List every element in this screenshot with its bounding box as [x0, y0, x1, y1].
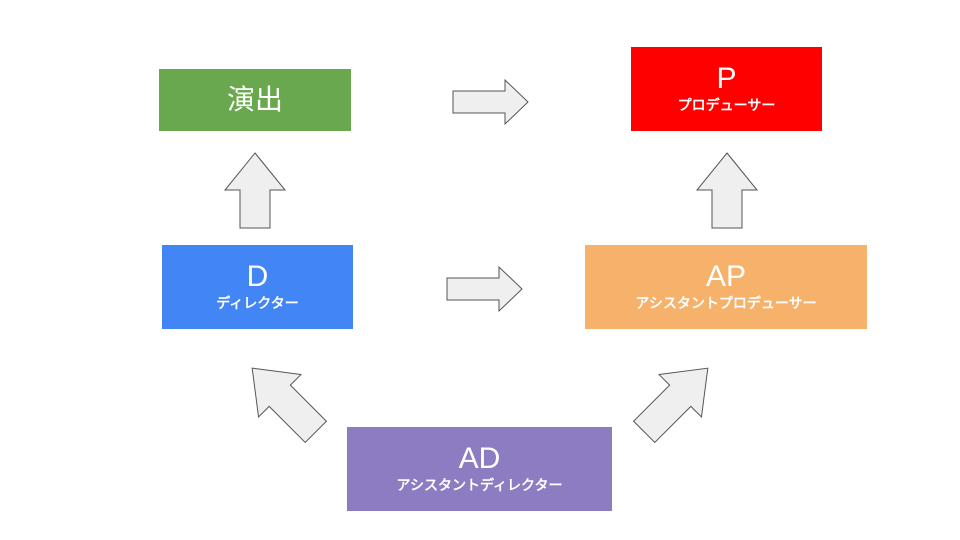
node-subtitle: アシスタントプロデューサー [635, 296, 817, 312]
node-enshutsu: 演出 [159, 69, 351, 131]
arrow-ap-to-p [695, 152, 759, 229]
node-ap: AP アシスタントプロデューサー [585, 245, 867, 329]
node-title: D [246, 260, 269, 293]
node-subtitle: ディレクター [216, 296, 299, 312]
arrow-d-to-ap [446, 265, 523, 313]
node-title: AD [458, 442, 501, 475]
node-subtitle: アシスタントディレクター [396, 478, 563, 494]
node-subtitle: プロデューサー [677, 98, 776, 114]
node-title: P [716, 62, 737, 95]
arrow-ad-to-d [251, 367, 328, 444]
node-p: P プロデューサー [631, 47, 822, 131]
arrow-enshutsu-to-p [452, 78, 529, 126]
arrow-ad-to-ap [632, 367, 709, 444]
arrow-d-to-enshutsu [223, 152, 287, 229]
node-ad: AD アシスタントディレクター [347, 427, 612, 511]
node-title: AP [705, 260, 747, 293]
node-d: D ディレクター [162, 245, 353, 329]
node-title: 演出 [226, 83, 283, 116]
